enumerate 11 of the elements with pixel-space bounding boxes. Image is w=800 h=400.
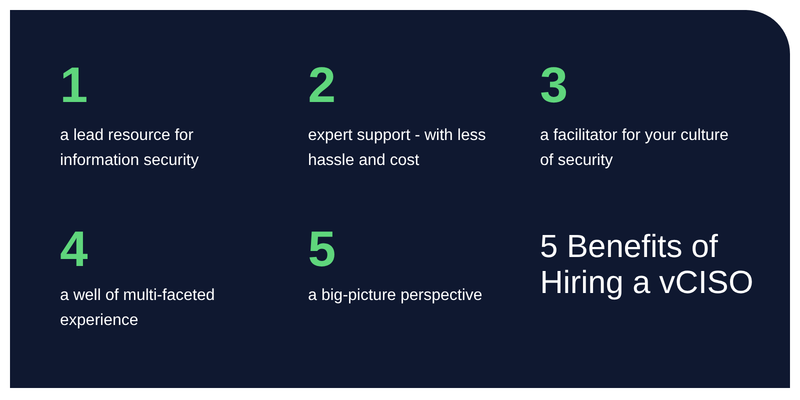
benefit-text: expert support - with less hassle and cost	[308, 126, 487, 171]
benefit-text: a lead resource for information security	[60, 126, 200, 171]
benefit-number: 1	[60, 60, 88, 110]
benefit-number: 3	[540, 60, 568, 110]
benefit-text: a well of multi-faceted experience	[60, 286, 216, 331]
benefit-text: a facilitator for your culture of security	[540, 126, 730, 171]
title: 5 Benefits of Hiring a vCISO	[540, 228, 754, 300]
benefit-number: 2	[308, 60, 336, 110]
benefit-number: 5	[308, 224, 336, 274]
benefit-text: a big-picture perspective	[308, 286, 484, 306]
benefit-number: 4	[60, 224, 88, 274]
